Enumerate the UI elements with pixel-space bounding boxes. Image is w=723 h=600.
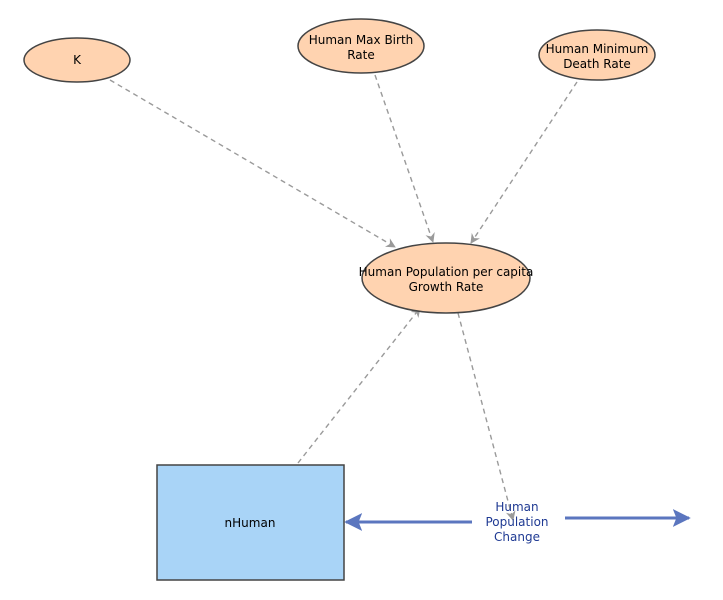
variable-human-minimum-death-rate-label-line-2: Death Rate <box>563 57 631 71</box>
link-nhuman-to-growth-rate[interactable] <box>297 307 421 464</box>
variable-human-minimum-death-rate[interactable]: Human Minimum Death Rate <box>538 29 656 81</box>
variable-human-minimum-death-rate-shape <box>538 29 656 81</box>
link-k-to-growth-rate[interactable] <box>109 79 396 248</box>
flow-human-population-change-label-line-1: Human <box>495 500 538 514</box>
flow-human-population-change-label-line-3: Change <box>494 530 540 544</box>
variable-human-population-growth-rate-shape <box>361 242 531 314</box>
variable-human-population-growth-rate-label-line-1: Human Population per capita <box>359 265 534 279</box>
variable-k-label: K <box>73 53 82 67</box>
variable-k-shape <box>23 37 131 83</box>
stock-nhuman-shape <box>156 464 345 581</box>
flow-human-population-change-label-line-2: Population <box>485 515 548 529</box>
link-growth-rate-to-flow[interactable] <box>457 312 516 521</box>
flow-human-population-change[interactable]: Human Population Change <box>485 500 548 544</box>
stock-nhuman[interactable]: nHuman <box>156 464 345 581</box>
link-min-death-to-growth-rate[interactable] <box>470 81 578 244</box>
variable-human-max-birth-rate[interactable]: Human Max Birth Rate <box>297 18 425 74</box>
variable-human-population-growth-rate-label-line-2: Growth Rate <box>409 280 484 294</box>
variable-k[interactable]: K <box>23 37 131 83</box>
stock-nhuman-label: nHuman <box>225 516 276 530</box>
link-max-birth-to-growth-rate[interactable] <box>374 74 435 243</box>
variable-human-population-growth-rate[interactable]: Human Population per capita Growth Rate <box>359 242 534 314</box>
variable-human-max-birth-rate-label-line-2: Rate <box>347 48 375 62</box>
variable-human-max-birth-rate-label-line-1: Human Max Birth <box>309 33 414 47</box>
variable-human-max-birth-rate-shape <box>297 18 425 74</box>
variable-human-minimum-death-rate-label-line-1: Human Minimum <box>546 42 649 56</box>
